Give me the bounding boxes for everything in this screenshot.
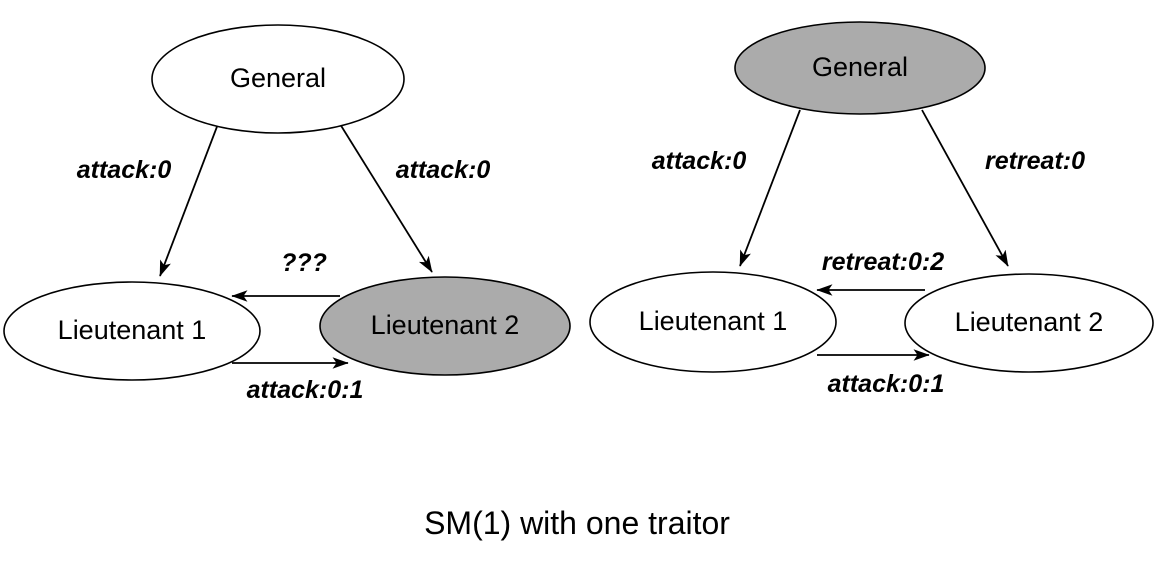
node-lieutenant1-right[interactable] — [589, 271, 837, 373]
node-lieutenant1-left[interactable] — [3, 281, 261, 381]
edge-general-to-lieutenant1-right — [739, 109, 801, 267]
edge-label-general-to-lieutenant1-left: attack:0 — [77, 156, 172, 184]
edge-label-lieutenant1-to-lieutenant2-left: attack:0:1 — [247, 376, 364, 404]
edge-label-lieutenant2-to-lieutenant1-right: retreat:0:2 — [822, 248, 944, 276]
node-general-left-label: General — [230, 63, 326, 93]
node-general-right-label: General — [812, 52, 908, 82]
node-general-left[interactable] — [151, 24, 405, 134]
diagram-right: General Lieutenant 1 Lieutenant 2 attack… — [589, 21, 1154, 398]
edge-general-to-lieutenant2-right — [921, 109, 1009, 267]
diagram-left: General Lieutenant 1 Lieutenant 2 attack… — [3, 24, 571, 404]
node-lieutenant2-left[interactable] — [319, 276, 571, 376]
edge-general-to-lieutenant1 — [159, 123, 219, 277]
node-lieutenant1-right-label: Lieutenant 1 — [639, 306, 788, 336]
edge-label-general-to-lieutenant2-left: attack:0 — [396, 156, 491, 184]
edge-label-lieutenant2-to-lieutenant1-left: ??? — [281, 249, 327, 277]
node-lieutenant2-right-label: Lieutenant 2 — [955, 307, 1104, 337]
figure-caption: SM(1) with one traitor — [424, 505, 730, 541]
edge-label-lieutenant1-to-lieutenant2-right: attack:0:1 — [828, 370, 945, 398]
edge-label-general-to-lieutenant1-right: attack:0 — [652, 147, 747, 175]
edge-general-to-lieutenant2 — [339, 123, 433, 273]
edge-label-general-to-lieutenant2-right: retreat:0 — [985, 147, 1085, 175]
node-lieutenant2-left-label: Lieutenant 2 — [371, 310, 520, 340]
node-lieutenant1-left-label: Lieutenant 1 — [58, 315, 207, 345]
node-general-right[interactable] — [734, 21, 986, 115]
node-lieutenant2-right[interactable] — [904, 273, 1154, 373]
